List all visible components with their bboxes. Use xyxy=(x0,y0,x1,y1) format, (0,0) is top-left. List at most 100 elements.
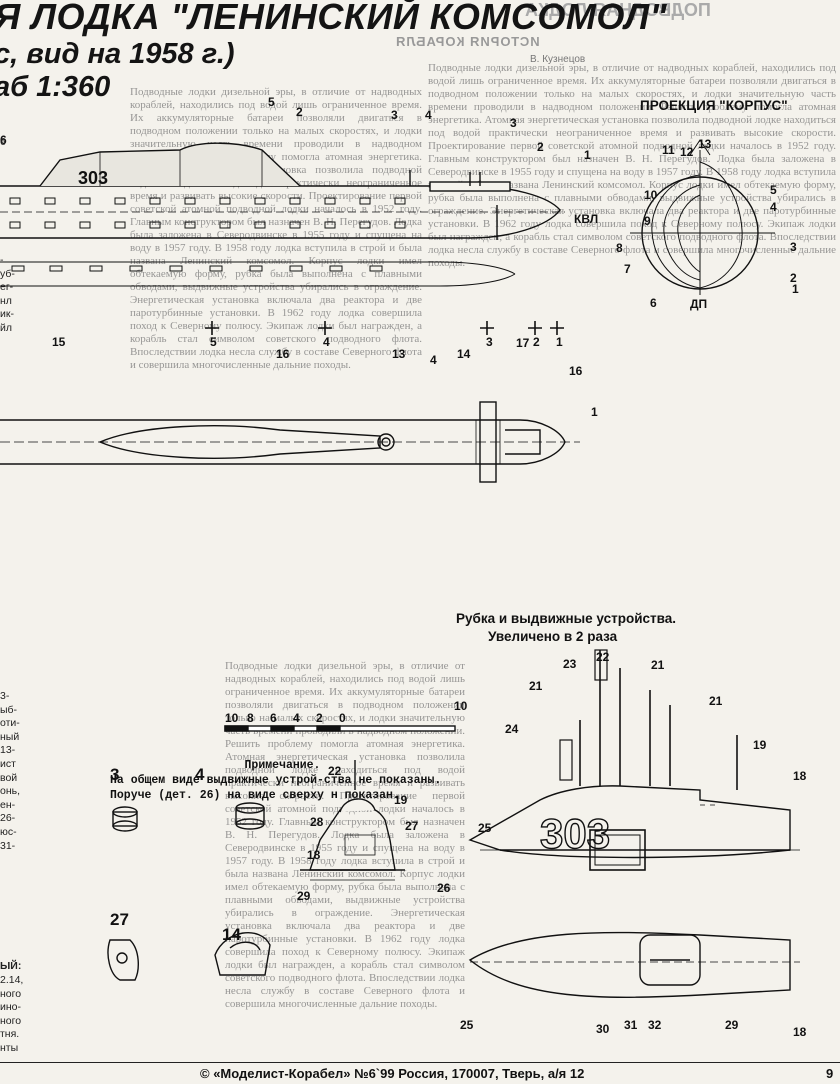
callout: 30 xyxy=(596,1022,610,1036)
callout: 15 xyxy=(52,335,66,349)
callout: 3 xyxy=(510,116,517,130)
left-column-fragments: 6 xyxy=(0,136,30,150)
scale-tick: 10 xyxy=(454,699,468,713)
callout: 4 xyxy=(770,200,777,214)
scale-tick: 2 xyxy=(316,711,323,725)
baseline-label: ДП xyxy=(690,297,708,311)
callout: 11 xyxy=(662,143,675,157)
frame-label: 1 xyxy=(556,335,563,349)
callout: 12 xyxy=(680,145,694,159)
fragment: ино- xyxy=(0,1001,21,1014)
fragment: ного xyxy=(0,987,22,1000)
frame-marks xyxy=(205,321,564,335)
callout: 7 xyxy=(624,262,631,276)
callout: 29 xyxy=(725,1018,739,1032)
scale-tick: 6 xyxy=(270,711,277,725)
fragment: 6 xyxy=(0,136,6,148)
detail-label: 4 xyxy=(195,765,205,784)
callout: 3 xyxy=(391,108,398,122)
callout: 2 xyxy=(296,105,303,119)
callout: 16 xyxy=(276,347,290,361)
left-column-fragments: ЫЙ: xyxy=(0,960,30,974)
callout: 10 xyxy=(644,188,658,202)
callout: 28 xyxy=(310,815,324,829)
detail-label: 14 xyxy=(222,925,241,944)
callout: 8 xyxy=(616,241,623,255)
scale-tick: 8 xyxy=(247,711,254,725)
left-column-fragments: 3- ыб- оти- ный 13- ист вой онь, ен- 26-… xyxy=(0,690,30,853)
scale-tick: 0 xyxy=(339,711,346,725)
callout: 14 xyxy=(457,347,471,361)
hull-number-sail: 303 xyxy=(540,810,610,857)
callout: 22 xyxy=(328,764,342,778)
callout: 2 xyxy=(537,140,544,154)
callout: 9 xyxy=(644,214,651,228)
page-title-line-1: Я ЛОДКА "ЛЕНИНСКИЙ КОМСОМОЛ" xyxy=(0,0,668,37)
hull-number-side: 303 xyxy=(78,168,108,188)
callout: 19 xyxy=(753,738,767,752)
callout: 1 xyxy=(584,148,591,162)
note-title: Примечание. xyxy=(244,759,321,772)
callout: 29 xyxy=(297,889,311,903)
callout: 6 xyxy=(0,133,7,147)
callout: 4 xyxy=(430,353,437,367)
fragment: ен- xyxy=(0,798,16,811)
faded-text-column-2: Подводные лодки дизельной эры, в отличие… xyxy=(428,62,836,269)
callout: 2 xyxy=(790,271,797,285)
callout: 25 xyxy=(478,821,492,835)
callout: 21 xyxy=(709,694,723,708)
note-text: На общем виде выдвижные устрой-ства не п… xyxy=(110,774,442,802)
small-sail-drawing xyxy=(300,760,405,881)
frame-label: 3 xyxy=(486,335,493,349)
callout: 5 xyxy=(770,183,777,197)
frame-label: 2 xyxy=(533,335,540,349)
scale-bar xyxy=(224,725,456,732)
sail-view-drawing xyxy=(468,649,800,998)
callout: 18 xyxy=(793,1025,807,1039)
callout: 17 xyxy=(516,336,530,350)
fragment: оти- xyxy=(0,717,20,730)
fragment: ист xyxy=(0,757,16,770)
callout: 23 xyxy=(563,657,577,671)
page-title-line-2: с, вид на 1958 г.) xyxy=(0,38,235,70)
callout: 3 xyxy=(790,240,797,254)
callout: 1 xyxy=(792,282,799,296)
top-view-drawing xyxy=(0,401,580,483)
page-number: 9 xyxy=(826,1066,834,1081)
fragment: йл xyxy=(0,321,12,334)
note-block: Примечание. На общем виде выдвижные устр… xyxy=(110,758,455,803)
callout: 24 xyxy=(505,722,519,736)
callout: 1 xyxy=(591,405,598,419)
fragment: 3- xyxy=(0,690,10,702)
left-column-fragments: 2.14, ного ино- ного тня. нты xyxy=(0,974,30,1056)
callout: 18 xyxy=(793,769,807,783)
waterline-label: КВЛ xyxy=(574,212,599,226)
callout: 27 xyxy=(405,819,419,833)
callout: 6 xyxy=(650,296,657,310)
fragment: ег- xyxy=(0,281,14,294)
detail-label: 27 xyxy=(110,910,129,929)
frame-label: 5 xyxy=(210,335,217,349)
sail-subtitle: Увеличено в 2 раза xyxy=(488,629,618,644)
page-footer: © «Моделист-Корабел» №6`99 Россия, 17000… xyxy=(0,1062,840,1084)
fragment: онь, xyxy=(0,785,21,798)
callout: 25 xyxy=(460,1018,474,1032)
callout: 32 xyxy=(648,1018,662,1032)
fragment: вой xyxy=(0,771,18,784)
fragment: нл xyxy=(0,294,12,307)
callout: 26 xyxy=(437,881,451,895)
fragment: - xyxy=(0,254,4,266)
sail-title: Рубка и выдвижные устройства. xyxy=(456,611,677,626)
fragment: уб- xyxy=(0,267,15,280)
callout: 22 xyxy=(596,650,610,664)
fragment: ик- xyxy=(0,308,14,321)
callout: 5 xyxy=(268,95,275,109)
scale-tick: 4 xyxy=(293,711,300,725)
left-column-fragments: - уб- ег- нл ик- йл xyxy=(0,254,30,336)
side-view-drawing xyxy=(0,142,565,287)
callout: 21 xyxy=(651,658,665,672)
detail-label: 3 xyxy=(110,765,120,784)
frame-label: 4 xyxy=(323,335,330,349)
faded-author: В. Кузнецов xyxy=(530,54,586,65)
